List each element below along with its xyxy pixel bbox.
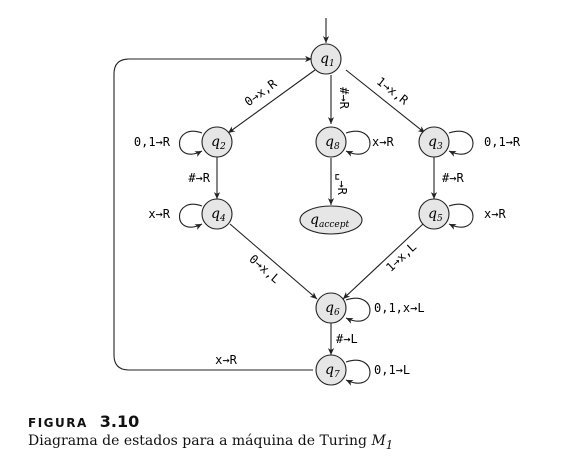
svg-text:q3: q3: [428, 134, 443, 152]
state-q8: q8: [315, 126, 347, 158]
state-diagram: q1 q2 q8 q3 q4 qaccept q5 q6 q7 0→x,R #→…: [113, 18, 521, 386]
loop-q8: [345, 130, 371, 157]
svg-text:q8: q8: [325, 134, 340, 152]
label-q8-loop: x→R: [372, 135, 394, 149]
machine-name: M1: [371, 433, 394, 452]
loop-q7: [345, 359, 371, 386]
svg-text:qaccept: qaccept: [310, 212, 350, 230]
label-q1-q2: 0→x,R: [242, 76, 280, 109]
label-q2-loop: 0,1→R: [134, 135, 171, 149]
edge-q7-q1: [113, 55, 313, 371]
svg-text:q4: q4: [211, 206, 226, 224]
figure-number: 3.10: [99, 412, 140, 431]
edge-q4-q6: [229, 223, 318, 300]
figure-word: FIGURA: [28, 416, 88, 430]
label-q2-q4: #→R: [188, 171, 210, 185]
label-q3-loop: 0,1→R: [484, 135, 521, 149]
label-q8-accept: ␣→R: [335, 173, 349, 195]
svg-text:q7: q7: [325, 362, 340, 380]
loop-q3: [448, 130, 474, 157]
label-q5-loop: x→R: [484, 207, 506, 221]
state-q7: q7: [315, 354, 347, 386]
label-q4-q6: 0→x,L: [246, 252, 282, 286]
label-q6-loop: 0,1,x→L: [374, 301, 425, 315]
svg-text:q2: q2: [211, 134, 226, 152]
label-q7-loop: 0,1→L: [374, 363, 410, 377]
label-q1-q8: #→R: [337, 87, 351, 109]
svg-text:q5: q5: [428, 206, 443, 224]
label-q1-q3: 1→x,R: [374, 74, 412, 108]
label-q7-q1: x→R: [215, 353, 237, 367]
state-q2: q2: [201, 126, 233, 158]
loop-q4: [179, 203, 203, 230]
label-q3-q5: #→R: [442, 171, 464, 185]
caption-text: Diagrama de estados para a máquina de Tu…: [28, 433, 394, 452]
loop-q5: [448, 203, 474, 230]
edge-q1-q2: [227, 69, 316, 134]
edge-q1-q3: [345, 69, 426, 134]
state-qaccept: qaccept: [299, 205, 363, 235]
state-q5: q5: [418, 198, 450, 230]
state-q1: q1: [310, 43, 342, 75]
edge-q5-q6: [342, 223, 424, 300]
state-q3: q3: [418, 126, 450, 158]
label-q6-q7: #→L: [336, 332, 358, 346]
loop-q2: [179, 130, 203, 157]
svg-text:q1: q1: [320, 51, 335, 69]
svg-text:q6: q6: [325, 300, 340, 318]
figure-caption: FIGURA 3.10 Diagrama de estados para a má…: [28, 412, 568, 452]
state-q6: q6: [315, 292, 347, 324]
state-q4: q4: [201, 198, 233, 230]
loop-q6: [345, 297, 371, 324]
label-q4-loop: x→R: [148, 207, 170, 221]
